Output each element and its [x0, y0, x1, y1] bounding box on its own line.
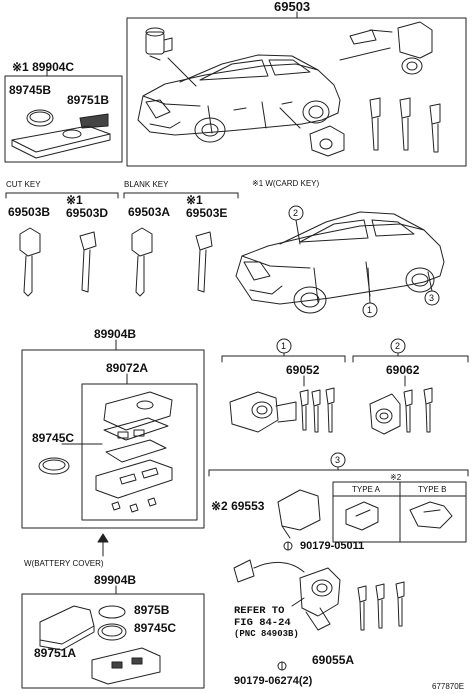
label-89751A: 89751A [34, 646, 77, 660]
callout-1-bracket: 1 [281, 341, 287, 351]
label-89751B: 89751B [67, 93, 110, 107]
label-69503: 69503 [274, 0, 311, 14]
label-card-key-note: ※1 W(CARD KEY) [252, 179, 320, 188]
door-lock-illustration-top [145, 27, 197, 87]
card-battery-illustration [26, 109, 54, 127]
label-69052: 69052 [286, 363, 320, 377]
label-refer-line1: REFER TO [234, 605, 285, 617]
label-cut-key: CUT KEY [6, 180, 41, 189]
ignition-cover-illustration [277, 489, 321, 539]
label-90179-06274: 90179-06274(2) [234, 675, 313, 687]
callout-3-mid: 3 [429, 293, 435, 303]
car-top-illustration [137, 54, 341, 143]
key-69503D-illustration [79, 231, 97, 293]
key-69503E-illustration [195, 231, 213, 293]
box-89904B-battery-cover [21, 593, 205, 689]
cover-illustration [39, 605, 95, 651]
label-89904B: 89904B [94, 327, 137, 341]
label-89745B: 89745B [9, 83, 52, 97]
ignition-illustration-top [339, 21, 433, 75]
label-89904B-2: 89904B [94, 573, 137, 587]
box-89904C [4, 75, 123, 163]
callout-3-bracket: 3 [335, 455, 341, 465]
callout-2-mid: 2 [293, 208, 299, 218]
label-69553: ※2 69553 [211, 499, 265, 513]
callout-1-mid: 1 [367, 305, 373, 315]
label-8975B: 8975B [134, 603, 170, 617]
type-a-illustration [345, 501, 379, 531]
label-90179-05011: 90179-05011 [300, 540, 365, 552]
box-69503 [126, 17, 467, 167]
battery-cover-parts-illustration [97, 605, 127, 641]
card-label-illustration [79, 113, 109, 129]
label-refer-line3: (PNC 84903B) [234, 629, 299, 639]
label-89072A: 89072A [106, 361, 149, 375]
type-b-illustration [409, 501, 453, 529]
label-blank-key: BLANK KEY [124, 180, 169, 189]
label-type-b: TYPE B [418, 485, 447, 494]
label-69503D: ※1 69503D [66, 193, 109, 220]
transmitter-bottom-illustration [91, 647, 161, 685]
screw-2-illustration [277, 661, 287, 671]
trunk-lock-illustration-top [279, 107, 345, 157]
door-lock-cylinder-illustration [229, 387, 335, 433]
box-89072A [81, 383, 198, 521]
label-69503B: 69503B [8, 205, 51, 219]
label-figure-id: 677870E [432, 682, 465, 691]
label-89745C: 89745C [32, 431, 75, 445]
callout-2-bracket: 2 [395, 341, 401, 351]
label-type-note: ※2 [390, 473, 402, 482]
transmitter-case-illustration [95, 391, 173, 513]
label-89904C: ※1 89904C [12, 60, 75, 74]
card-key-illustration [11, 125, 111, 159]
label-type-a: TYPE A [352, 485, 381, 494]
screw-1-illustration [283, 541, 293, 551]
keys-top [369, 97, 441, 153]
ignition-cylinder-illustration [233, 559, 405, 631]
trunk-lock-cylinder-illustration [369, 387, 433, 435]
label-69062: 69062 [386, 363, 420, 377]
label-69055A: 69055A [312, 653, 355, 667]
label-89745C-2: 89745C [134, 621, 177, 635]
label-battery-cover-note: W(BATTERY COVER) [24, 559, 104, 568]
transmitter-battery-illustration [38, 457, 70, 475]
box-89904B [21, 349, 205, 529]
label-69503E: ※1 69503E [186, 193, 228, 220]
callout-leaders-middle [288, 205, 440, 318]
car-middle-illustration [235, 211, 445, 314]
label-69503A: 69503A [128, 205, 171, 219]
arrow-up [97, 533, 109, 557]
label-refer-line2: FIG 84-24 [234, 617, 291, 629]
key-69503B-illustration [19, 227, 41, 297]
key-69503A-illustration [131, 227, 153, 297]
